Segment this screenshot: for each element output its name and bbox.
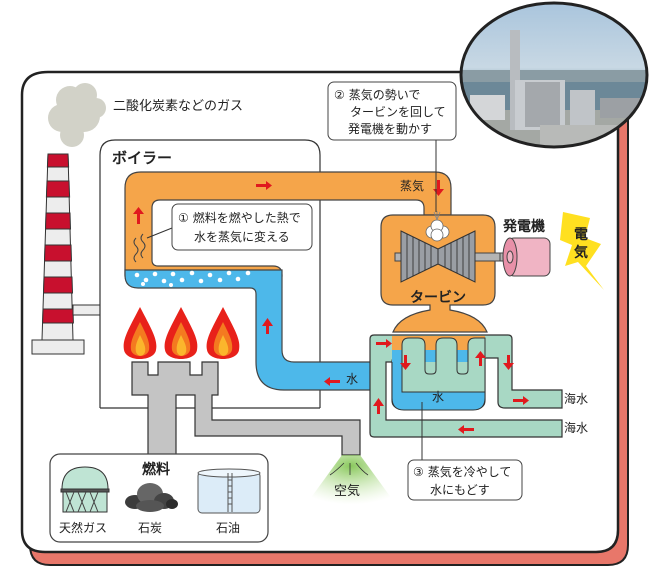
gas-tank-icon	[60, 466, 110, 513]
condenser	[369, 334, 563, 438]
callout-3-line2: 水にもどす	[430, 483, 490, 497]
burner-flames	[123, 307, 240, 359]
fuel-label-coal: 石炭	[138, 521, 162, 535]
steam-jet-lines	[433, 211, 441, 221]
electricity-label-2: 気	[574, 244, 588, 261]
boiler-label: ボイラー	[112, 149, 172, 167]
steam-pipe	[124, 171, 452, 277]
steam-puff-icon	[425, 219, 450, 242]
callout-1-line1: 燃料を燃やした熱で	[193, 210, 301, 225]
electricity-label-1: 電	[574, 226, 588, 243]
steam-label: 蒸気	[400, 178, 424, 193]
fuel-label-oil: 石油	[216, 521, 240, 535]
callout-3: ③ 蒸気を冷やして 水にもどす	[407, 402, 523, 501]
seawater-out-label: 海水	[564, 391, 588, 406]
chimney-icon	[31, 153, 101, 355]
callout-1-number: ①	[178, 211, 189, 225]
arrow-down-icon	[400, 355, 411, 370]
arrow-right-icon	[256, 181, 272, 190]
callout-2-number: ②	[334, 88, 345, 102]
arrow-right-icon	[376, 339, 392, 348]
arrow-left-icon	[324, 377, 340, 386]
air-intake	[302, 455, 400, 510]
fuel-title: 燃料	[142, 461, 170, 478]
arrow-right-icon	[513, 396, 529, 405]
arrow-up-icon	[373, 398, 384, 414]
power-plant-photo	[459, 1, 649, 149]
arrow-up-icon	[133, 207, 144, 224]
callout-2-line3: 発電機を動かす	[348, 121, 432, 136]
smoke-cloud-icon	[48, 83, 106, 147]
callout-1-line2: 水を蒸気に変える	[194, 229, 290, 244]
generator-label: 発電機	[502, 218, 545, 235]
callout-2-line1: 蒸気の勢いで	[349, 87, 421, 102]
callout-2: ② 蒸気の勢いで タービンを回して 発電機を動かす	[327, 81, 457, 212]
seawater-in-label: 海水	[564, 420, 588, 435]
electricity-lightning-icon	[560, 212, 604, 290]
callout-3-number: ③	[413, 465, 424, 479]
fuel-label-natural-gas: 天然ガス	[59, 520, 107, 535]
arrow-left-icon	[458, 425, 474, 434]
condenser-water-label: 水	[432, 390, 444, 404]
heat-wave-icon	[133, 233, 146, 263]
air-flow-arrows-icon	[329, 462, 369, 476]
callout-1: ① 燃料を燃やした熱で 水を蒸気に変える	[146, 203, 313, 251]
oil-tank-icon	[197, 468, 261, 514]
callout-3-line1: 蒸気を冷やして	[428, 464, 512, 479]
flame-icon	[206, 307, 240, 359]
arrow-up-icon	[262, 318, 273, 334]
coal-icon	[125, 483, 178, 512]
turbine-label: タービン	[410, 290, 466, 306]
flame-icon	[164, 307, 198, 359]
turbine-icon	[400, 230, 476, 283]
generator-icon	[502, 237, 551, 277]
arrow-up-icon	[475, 351, 486, 366]
exhaust-gas-label: 二酸化炭素などのガス	[113, 99, 243, 114]
water-pipe-label: 水	[346, 372, 358, 386]
flame-icon	[123, 307, 157, 359]
air-label: 空気	[334, 483, 360, 499]
callout-2-line2: タービンを回して	[350, 105, 446, 119]
water-pipe	[124, 269, 373, 391]
arrow-down-icon	[503, 355, 514, 370]
